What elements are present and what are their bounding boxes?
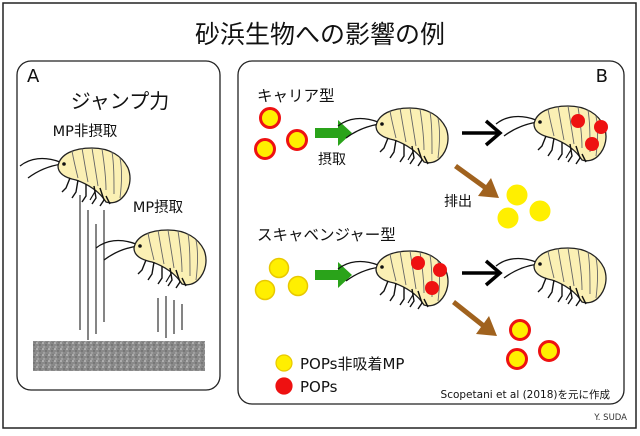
scavenger-heading: スキャベンジャー型 (257, 226, 396, 244)
label-mp-intake: MP摂取 (133, 199, 184, 216)
arrow-icon (462, 259, 503, 287)
arrow-icon (315, 120, 352, 146)
microplastic-particle-icon (254, 279, 276, 301)
microplastic-particle-icon (259, 107, 281, 129)
label-mp-no-intake: MP非摂取 (53, 123, 118, 140)
microplastic-particle-icon (286, 129, 308, 151)
panel-b (237, 60, 625, 405)
arrow-icon (454, 164, 499, 198)
intake-label: 摂取 (318, 152, 346, 168)
credit: Y. SUDA (593, 413, 627, 423)
microplastic-particle-icon (287, 275, 309, 297)
legend-pops-label: POPs (300, 378, 338, 396)
microplastic-particle-icon (506, 348, 528, 370)
excretion-label: 排出 (444, 194, 472, 210)
pops-particle-icon (585, 137, 599, 151)
microplastic-particle-icon (497, 207, 519, 229)
arrow-icon (452, 300, 497, 336)
microplastic-particle-icon (268, 257, 290, 279)
jump-trail-long (79, 195, 105, 340)
pops-particle-icon (594, 120, 608, 134)
adsorbed-pops (411, 256, 447, 295)
microplastic-particle-icon (509, 319, 531, 341)
legend-mp-swatch (275, 354, 293, 372)
figure-title: 砂浜生物への影響の例 (195, 20, 445, 49)
legend-mp-label: POPs非吸着MP (300, 355, 404, 373)
sand-ground-icon (33, 341, 205, 371)
carrier-heading: キャリア型 (257, 87, 335, 105)
arrow-icon (315, 262, 352, 288)
excreted-carrier-particles (506, 319, 560, 370)
arrow-icon (462, 119, 503, 147)
panel-a-letter: A (27, 66, 40, 87)
panel-b-letter: B (596, 66, 608, 87)
carrier-mp-particles (254, 107, 308, 160)
source-citation: Scopetani et al (2018)を元に作成 (441, 389, 611, 401)
excreted-mp-particles (497, 184, 551, 229)
jump-trail-short (157, 296, 183, 338)
legend-pops-swatch (275, 377, 293, 395)
panel-a-heading: ジャンプ力 (71, 89, 169, 113)
pops-particle-icon (571, 114, 585, 128)
pops-particle-icon (411, 256, 425, 270)
pops-particle-icon (425, 281, 439, 295)
pops-particle-icon (433, 263, 447, 277)
microplastic-particle-icon (254, 138, 276, 160)
absorbed-pops (571, 114, 608, 151)
panel-a (16, 60, 221, 391)
scavenger-mp-particles (254, 257, 309, 301)
microplastic-particle-icon (538, 340, 560, 362)
microplastic-particle-icon (529, 200, 551, 222)
microplastic-particle-icon (506, 184, 528, 206)
